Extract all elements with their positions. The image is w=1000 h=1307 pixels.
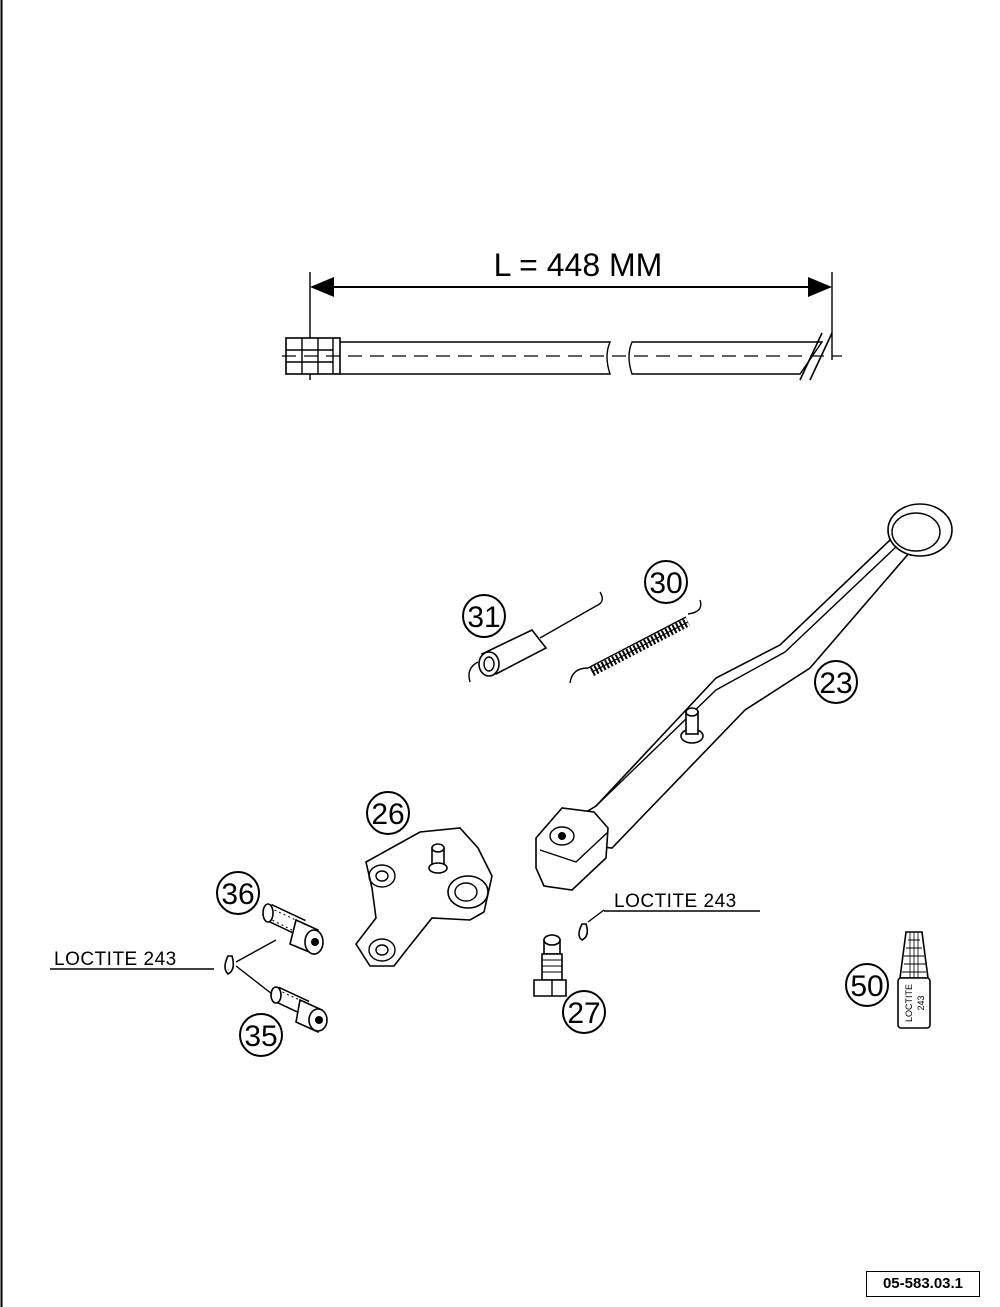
loctite-note-right: LOCTITE 243 xyxy=(614,891,737,912)
callout-50: 50 xyxy=(845,963,889,1007)
rod-dimension-drawing: L = 448 MM xyxy=(282,247,842,381)
svg-text:50: 50 xyxy=(850,970,883,1003)
long-spring xyxy=(569,599,702,684)
callout-36: 36 xyxy=(216,871,260,915)
callout-23: 23 xyxy=(814,660,858,704)
callout-31: 31 xyxy=(462,594,506,638)
svg-text:35: 35 xyxy=(244,1020,277,1053)
tube-label-line1: LOCTITE xyxy=(904,984,914,1022)
svg-text:23: 23 xyxy=(819,667,852,700)
drawing-number: 05-583.03.1 xyxy=(866,1271,980,1297)
callout-26: 26 xyxy=(366,791,410,835)
svg-text:27: 27 xyxy=(567,997,600,1030)
svg-text:36: 36 xyxy=(221,878,254,911)
pivot-pin xyxy=(533,934,567,997)
loctite-drop-left xyxy=(224,955,235,975)
side-stand-leg xyxy=(535,503,953,891)
stand-bracket xyxy=(355,827,493,967)
upper-screw xyxy=(262,903,324,956)
callout-27: 27 xyxy=(562,990,606,1034)
dimension-label: L = 448 MM xyxy=(494,247,663,283)
loctite-note-left: LOCTITE 243 xyxy=(54,949,177,970)
lower-screw xyxy=(270,986,328,1034)
callout-30: 30 xyxy=(644,560,688,604)
loctite-tube: LOCTITE 243 xyxy=(897,931,931,1029)
svg-text:26: 26 xyxy=(371,798,404,831)
svg-text:31: 31 xyxy=(467,601,500,634)
loctite-drop-right xyxy=(578,923,589,941)
short-spring xyxy=(468,591,603,683)
callout-35: 35 xyxy=(239,1013,283,1057)
svg-text:30: 30 xyxy=(649,567,682,600)
tube-label-line2: 243 xyxy=(916,995,926,1010)
